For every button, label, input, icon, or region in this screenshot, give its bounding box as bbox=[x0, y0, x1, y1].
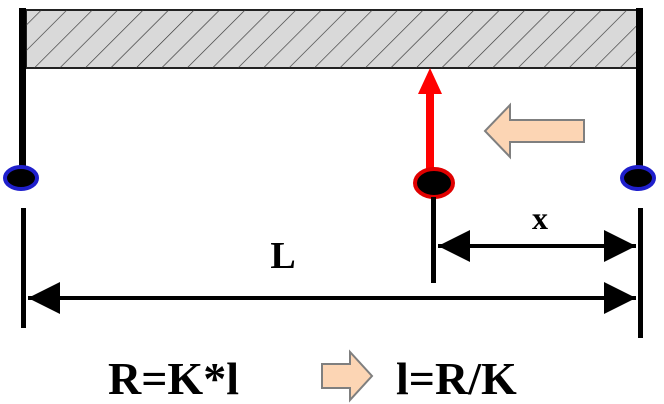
length-label: L bbox=[270, 235, 295, 277]
left-contact bbox=[3, 165, 39, 191]
right-post bbox=[636, 8, 643, 166]
resistive-rail bbox=[25, 9, 639, 69]
slider-stem bbox=[431, 197, 436, 283]
force-arrow bbox=[418, 68, 442, 174]
right-extension-line bbox=[638, 208, 643, 338]
slider-contact[interactable] bbox=[413, 167, 455, 199]
right-contact bbox=[620, 165, 656, 191]
left-post bbox=[19, 8, 26, 166]
left-extension-line bbox=[21, 208, 26, 328]
formula-right: l=R/K bbox=[396, 353, 517, 404]
right-arrow-icon bbox=[321, 349, 374, 403]
distance-label: x bbox=[532, 200, 548, 236]
formula-left: R=K*l bbox=[108, 353, 239, 404]
left-arrow-icon bbox=[483, 102, 585, 160]
